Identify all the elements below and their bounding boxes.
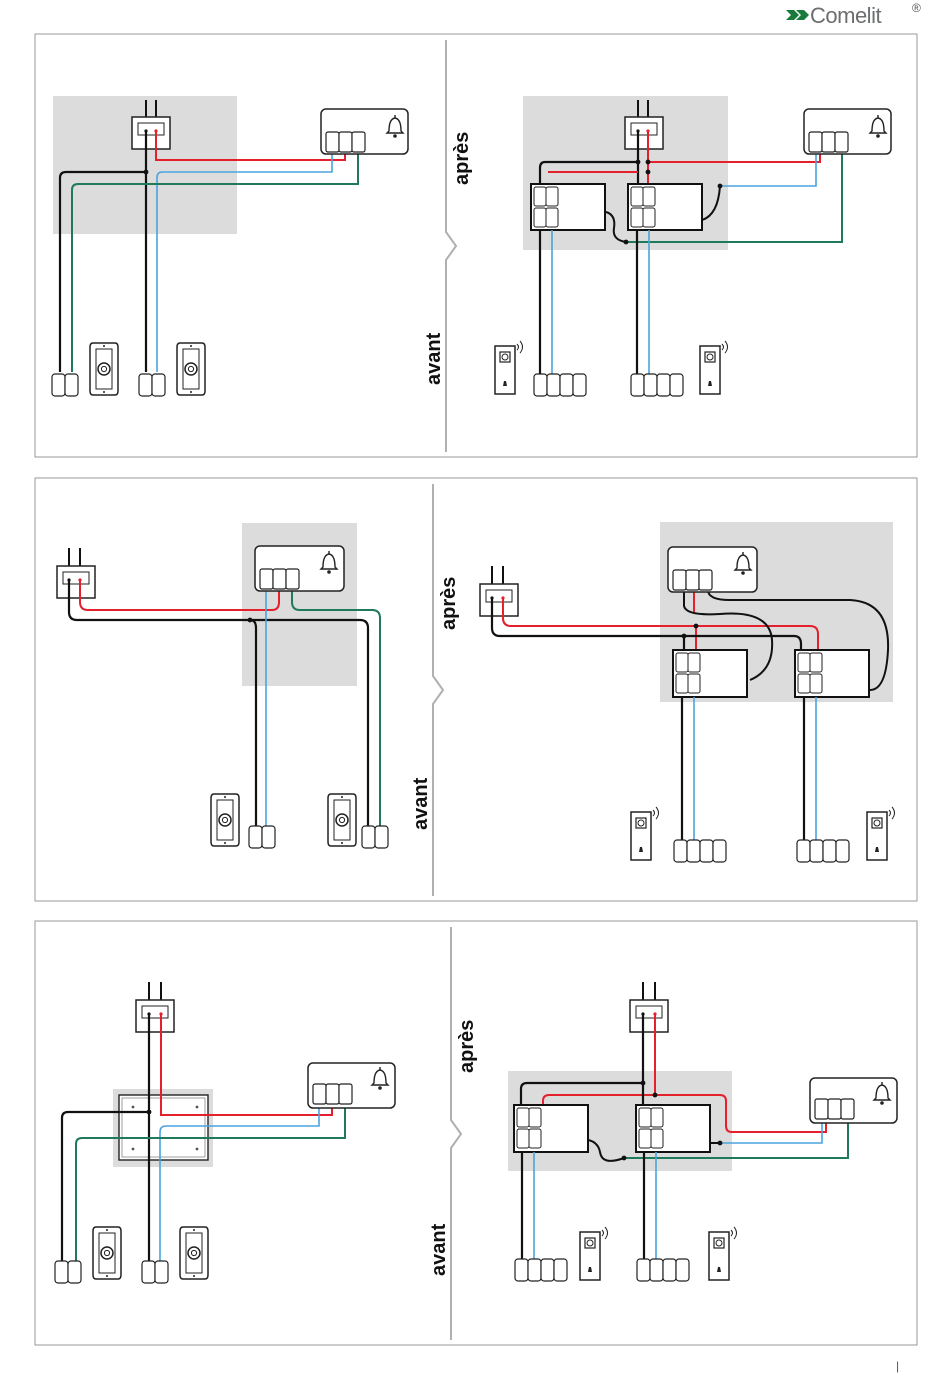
transformer (57, 566, 95, 598)
door-chime (321, 109, 408, 154)
comelit-logo-icon (786, 10, 809, 20)
terminal-block (674, 840, 726, 862)
relay-module (531, 184, 605, 230)
terminal-block (631, 374, 683, 396)
relay-module (514, 1105, 588, 1152)
door-chime (308, 1063, 395, 1108)
terminal-block (142, 1261, 168, 1283)
label-apres: après (451, 132, 473, 185)
transformer (132, 117, 170, 149)
panel-3: après avant (35, 921, 917, 1345)
brand-registered-mark: ® (912, 1, 921, 15)
junction-box (119, 1095, 208, 1160)
transformer (480, 584, 518, 616)
doorbell-button-icon (180, 1227, 208, 1279)
relay-module (628, 184, 702, 230)
doorbell-button-icon (90, 343, 118, 395)
brand-name: Comelit (810, 3, 881, 28)
label-apres: après (438, 577, 460, 630)
transformer (630, 1000, 668, 1032)
brand-logo: Comelit ® (786, 1, 921, 28)
terminal-block (637, 1259, 689, 1281)
doorbell-button-icon (177, 343, 205, 395)
doorbell-button-icon (211, 794, 239, 846)
panel-1: après avant (35, 34, 917, 457)
terminal-block (52, 374, 78, 396)
terminal-block (55, 1261, 81, 1283)
transformer (136, 1000, 174, 1032)
door-chime (810, 1078, 897, 1123)
terminal-block (534, 374, 586, 396)
door-chime (255, 546, 344, 591)
door-chime (804, 109, 891, 154)
page-marker: | (896, 1359, 899, 1373)
doorbell-button-icon (93, 1227, 121, 1279)
door-chime (668, 547, 757, 592)
terminal-block (249, 826, 275, 848)
relay-module (673, 650, 747, 697)
terminal-block (362, 826, 388, 848)
panel-2: après avant (35, 478, 917, 901)
label-avant: avant (423, 332, 445, 385)
relay-module (636, 1105, 710, 1152)
terminal-block (797, 840, 849, 862)
doorbell-button-icon (328, 794, 356, 846)
terminal-block (515, 1259, 567, 1281)
label-apres: après (456, 1020, 478, 1073)
transformer (625, 117, 663, 149)
relay-module (795, 650, 869, 697)
terminal-block (139, 374, 165, 396)
label-avant: avant (410, 777, 432, 830)
label-avant: avant (428, 1223, 450, 1276)
